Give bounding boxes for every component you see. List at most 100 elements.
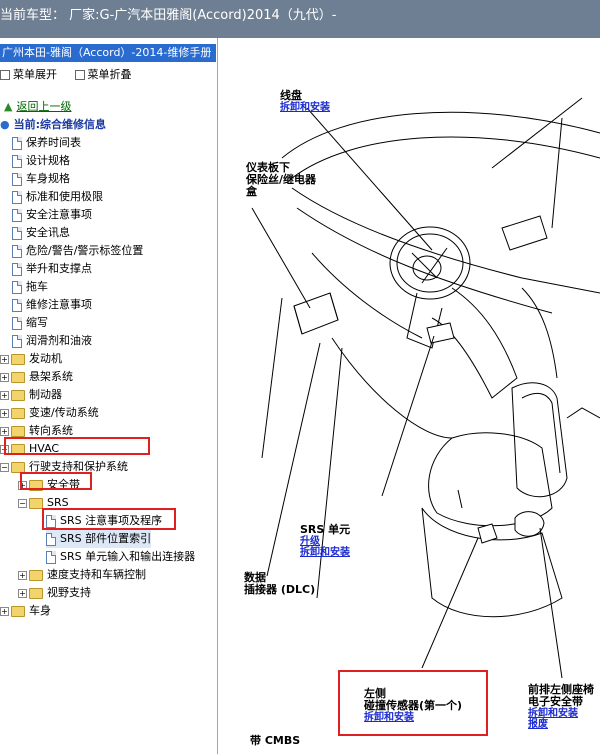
label-dlc-2: 插接器 (DLC) — [244, 583, 316, 596]
expand-icon — [0, 70, 10, 80]
window-title: 当前车型： 厂家:G-广汽本田雅阁(Accord)2014（九代）- — [0, 8, 337, 23]
expand-toggle-icon[interactable]: + — [0, 372, 9, 382]
link-front-scrap[interactable]: 报废 — [528, 719, 548, 730]
tree-folder[interactable]: +发动机 — [0, 352, 62, 365]
folder-icon — [11, 371, 25, 383]
expand-button[interactable]: 菜单展开 — [13, 68, 57, 81]
leader-sensor — [421, 537, 479, 669]
folder-open-icon — [11, 461, 25, 473]
folder-icon — [29, 569, 43, 581]
tree-item[interactable]: 举升和支撑点 — [12, 260, 92, 278]
folder-icon — [11, 353, 25, 365]
label-dlc-1: 数据 — [244, 571, 266, 584]
expand-toggle-icon[interactable]: + — [0, 408, 9, 418]
document-icon — [12, 226, 22, 240]
highlight-box-2 — [20, 472, 92, 490]
label-fuse-box-3: 盒 — [246, 185, 257, 198]
tree-item[interactable]: 润滑剂和油液 — [12, 332, 92, 350]
document-icon — [12, 334, 22, 348]
up-arrow-icon: ▲ — [4, 100, 13, 113]
document-icon — [46, 532, 56, 546]
tree-folder-active[interactable]: −行驶支持和保护系统 — [0, 460, 128, 473]
srs-item[interactable]: SRS 注意事项及程序 — [46, 512, 162, 530]
link-front-remove-install[interactable]: 拆卸和安装 — [528, 708, 578, 719]
tree-folder[interactable]: +悬架系统 — [0, 370, 73, 383]
link-srs-remove-install[interactable]: 拆卸和安装 — [300, 547, 350, 558]
manual-title: 广州本田-雅阁（Accord）-2014-维修手册 — [0, 44, 216, 62]
tree-item[interactable]: 缩写 — [12, 314, 48, 332]
document-icon — [12, 136, 22, 150]
tree-toolbar: 菜单展开 菜单折叠 — [0, 66, 216, 84]
srs-item-selected[interactable]: SRS 部件位置索引 — [46, 530, 152, 548]
document-icon — [12, 172, 22, 186]
tree-item[interactable]: 安全讯息 — [12, 224, 70, 242]
tree-item[interactable]: 设计规格 — [12, 152, 70, 170]
highlight-box-1 — [4, 437, 150, 455]
document-icon — [12, 316, 22, 330]
tree-folder[interactable]: +转向系统 — [0, 424, 73, 437]
tree-subfolder[interactable]: +速度支持和车辆控制 — [18, 568, 146, 581]
expand-toggle-icon[interactable]: + — [18, 588, 27, 598]
tree-subfolder[interactable]: −SRS — [18, 496, 69, 509]
folder-icon — [29, 479, 43, 491]
srs-item[interactable]: SRS 单元输入和输出连接器 — [46, 548, 195, 566]
current-icon: ● — [0, 118, 10, 131]
document-icon — [46, 550, 56, 564]
tree-item[interactable]: 危险/警告/警示标签位置 — [12, 242, 143, 260]
leader-srs-unit — [381, 335, 435, 497]
expand-toggle-icon[interactable]: + — [0, 390, 9, 400]
tree-item[interactable]: 维修注意事项 — [12, 296, 92, 314]
leader-steering — [306, 107, 433, 251]
label-sensor-1: 左侧 — [364, 687, 386, 700]
document-icon — [12, 262, 22, 276]
tree-subfolder[interactable]: +安全带 — [18, 478, 80, 491]
folder-icon — [11, 407, 25, 419]
expand-toggle-icon[interactable]: + — [0, 426, 9, 436]
expand-toggle-icon[interactable]: − — [18, 498, 27, 508]
document-icon — [12, 280, 22, 294]
tree-folder[interactable]: +制动器 — [0, 388, 62, 401]
document-icon — [12, 154, 22, 168]
nav-up-link[interactable]: 返回上一级 — [16, 100, 72, 113]
label-fuse-box-2: 保险丝/继电器 — [246, 173, 317, 186]
expand-toggle-icon[interactable]: + — [0, 606, 9, 616]
label-fuse-box-1: 仪表板下 — [246, 161, 290, 174]
document-icon — [12, 298, 22, 312]
tree-folder[interactable]: +车身 — [0, 604, 51, 617]
tree-subfolder[interactable]: +视野支持 — [18, 586, 91, 599]
nav-current-row: ●当前:综合维修信息 — [0, 116, 106, 134]
label-steering: 线盘 — [280, 89, 302, 102]
document-icon — [12, 208, 22, 222]
label-srs-unit: SRS 单元 — [300, 523, 351, 536]
folder-icon — [11, 425, 25, 437]
document-icon — [12, 244, 22, 258]
left-panel: 广州本田-雅阁（Accord）-2014-维修手册 菜单展开 菜单折叠 ▲返回上… — [0, 38, 218, 754]
expand-toggle-icon[interactable]: + — [0, 354, 9, 364]
collapse-icon — [74, 70, 85, 80]
leader-front — [539, 527, 563, 679]
link-sensor-remove-install[interactable]: 拆卸和安装 — [364, 712, 414, 723]
link-srs-upgrade[interactable]: 升级 — [300, 536, 320, 547]
collapse-toggle-icon[interactable]: − — [0, 462, 9, 472]
highlight-box-3 — [42, 508, 176, 530]
expand-toggle-icon[interactable]: + — [18, 570, 27, 580]
leader-dlc — [266, 342, 321, 577]
link-steering-remove-install[interactable]: 拆卸和安装 — [280, 102, 330, 113]
tree-item[interactable]: 拖车 — [12, 278, 48, 296]
nav-up[interactable]: ▲返回上一级 — [4, 98, 71, 116]
diagram-panel: 线盘 拆卸和安装 仪表板下 保险丝/继电器 盒 SRS 单元 升级 拆卸和安装 … — [222, 38, 600, 754]
folder-icon — [11, 605, 25, 617]
tree-item[interactable]: 安全注意事项 — [12, 206, 92, 224]
collapse-button[interactable]: 菜单折叠 — [87, 68, 132, 81]
title-bar: 当前车型： 厂家:G-广汽本田雅阁(Accord)2014（九代）- — [0, 0, 600, 38]
tree-item[interactable]: 车身规格 — [12, 170, 70, 188]
leader-module — [551, 117, 563, 229]
tree-item[interactable]: 保养时间表 — [12, 134, 81, 152]
label-front-seatbelt-1: 前排左侧座椅 — [528, 683, 594, 696]
highlight-sensor — [338, 670, 488, 736]
document-icon — [12, 190, 22, 204]
tree-folder[interactable]: +变速/传动系统 — [0, 406, 99, 419]
folder-icon — [29, 497, 43, 509]
document-icon — [46, 514, 56, 528]
tree-item[interactable]: 标准和使用极限 — [12, 188, 103, 206]
